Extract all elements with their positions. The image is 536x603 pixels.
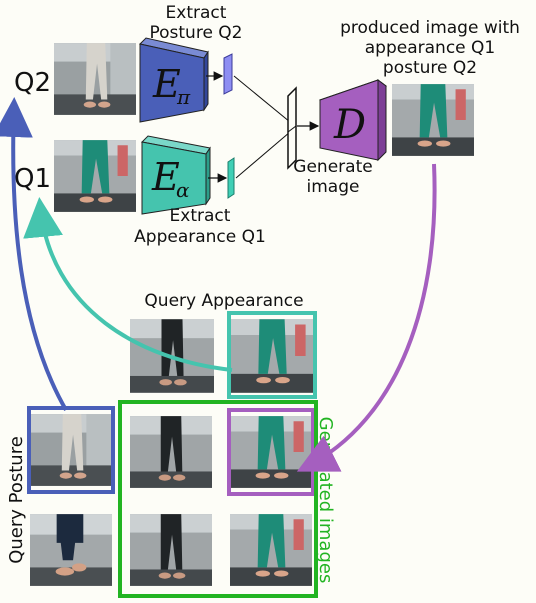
extract-posture-text-2: Posture Q2 bbox=[149, 23, 242, 43]
decoder-block: D bbox=[318, 79, 388, 162]
query-posture-highlight bbox=[27, 406, 115, 494]
appearance-feature-vector bbox=[227, 157, 235, 199]
posture-encoder-subscript: π bbox=[176, 85, 191, 109]
line-posture-to-concat bbox=[233, 75, 291, 123]
query-posture-photo-1 bbox=[30, 414, 112, 486]
query-posture-label: Query Posture bbox=[6, 436, 27, 564]
generate-text-2: image bbox=[307, 177, 360, 197]
output-curved-arrow bbox=[296, 163, 437, 472]
appearance-encoder-symbol: E bbox=[151, 155, 180, 199]
appearance-encoder-block: E α bbox=[140, 135, 211, 215]
q1-input-photo bbox=[54, 140, 136, 212]
posture-feature-vector bbox=[223, 53, 233, 95]
produced-text-2: appearance Q1 bbox=[365, 38, 495, 58]
posture-encoder-symbol: E bbox=[152, 62, 181, 106]
generated-images-frame bbox=[118, 400, 318, 598]
line-appearance-to-concat bbox=[235, 131, 291, 179]
appearance-curved-arrow bbox=[23, 197, 233, 372]
extract-posture-text-1: Extract bbox=[166, 3, 227, 23]
produced-output-photo bbox=[392, 84, 474, 156]
generated-photo-3 bbox=[130, 514, 212, 586]
extract-appearance-text-1: Extract bbox=[170, 206, 231, 226]
produced-text-3: posture Q2 bbox=[383, 58, 477, 78]
decoder-symbol: D bbox=[333, 102, 366, 148]
generate-text-1: Generate bbox=[293, 157, 372, 177]
posture-encoder-block: E π bbox=[138, 37, 209, 123]
generated-images-label: Generated images bbox=[315, 417, 336, 584]
appearance-encoder-subscript: α bbox=[176, 178, 190, 202]
query-appearance-label: Query Appearance bbox=[144, 291, 303, 311]
query-appearance-highlight bbox=[227, 311, 317, 399]
q2-label: Q2 bbox=[14, 68, 51, 98]
produced-text-1: produced image with bbox=[340, 18, 520, 38]
query-posture-photo-2 bbox=[30, 514, 112, 586]
posture-curved-arrow bbox=[0, 97, 68, 411]
query-appearance-photo-2 bbox=[230, 319, 314, 393]
generated-photo-2 bbox=[230, 416, 312, 488]
concat-bar bbox=[287, 86, 297, 170]
extract-appearance-text-2: Appearance Q1 bbox=[134, 227, 266, 247]
generated-photo-4 bbox=[230, 514, 312, 586]
q1-label: Q1 bbox=[14, 164, 51, 194]
q2-input-photo bbox=[54, 43, 136, 115]
generated-photo-1 bbox=[130, 416, 212, 488]
